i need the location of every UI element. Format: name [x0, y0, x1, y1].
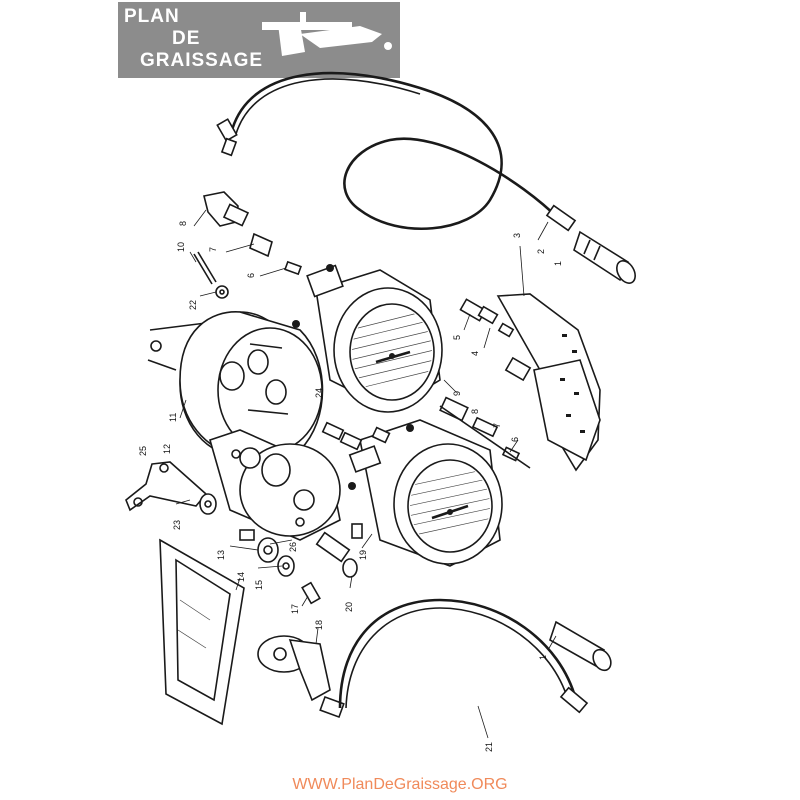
label-23: 23: [172, 520, 182, 530]
logo-line-1: PLAN: [124, 6, 180, 27]
mounting-bracket: [125, 461, 217, 515]
label-3: 3: [512, 233, 522, 238]
drive-gearbox: [257, 581, 345, 719]
label-13: 13: [216, 550, 226, 560]
label-26: 26: [288, 542, 298, 552]
label-2: 2: [536, 249, 546, 254]
gauge-upper: [292, 264, 443, 413]
label-19: 19: [358, 550, 368, 560]
cable-end-fitting-bottom: [549, 620, 612, 672]
warning-lamp-panel: [496, 293, 601, 472]
label-12: 12: [162, 444, 172, 454]
label-22: 22: [188, 300, 198, 310]
small-parts-top-left: [193, 191, 302, 299]
label-14: 14: [236, 572, 246, 582]
label-4: 4: [470, 351, 480, 356]
logo-line-3: GRAISSAGE: [140, 50, 264, 71]
footer-website[interactable]: WWW.PlanDeGraissage.ORG: [292, 776, 508, 793]
leader-lines: [175, 209, 557, 739]
label-7: 7: [208, 247, 218, 252]
oil-can-icon: [262, 12, 392, 56]
label-11: 11: [168, 413, 178, 422]
switch-part: [315, 523, 363, 578]
gauge-lower: [348, 419, 503, 567]
cable-end-fitting-top: [573, 230, 636, 284]
label-1-top: 1: [553, 261, 563, 266]
gasket-plate: [159, 538, 245, 726]
label-18: 18: [314, 620, 324, 630]
logo-line-2: DE: [172, 28, 201, 49]
label-9: 9: [452, 391, 462, 396]
label-10: 10: [176, 242, 186, 252]
instrument-housing-lower: [209, 429, 341, 541]
label-7b: 7: [492, 423, 502, 428]
connectors-middle: [321, 421, 391, 451]
label-6b: 6: [510, 437, 520, 442]
label-21: 21: [484, 742, 494, 752]
label-5: 5: [452, 335, 462, 340]
label-24: 24: [314, 388, 324, 398]
label-1-bottom: 1: [538, 655, 548, 660]
label-15: 15: [254, 580, 264, 590]
instrument-housing: [147, 311, 324, 457]
part-labels: 1 2 3 4 5 6 6 7 7 8 8 9 10 11 12 13 14 1…: [138, 221, 563, 752]
small-parts-right: [439, 396, 531, 469]
bulb-holders: [459, 298, 515, 338]
speedo-cable-bottom: [338, 598, 589, 714]
label-20: 20: [344, 602, 354, 612]
label-25: 25: [138, 446, 148, 456]
label-6: 6: [246, 273, 256, 278]
label-8b: 8: [470, 409, 480, 414]
speedo-cable-top: [216, 71, 577, 232]
label-8: 8: [178, 221, 188, 226]
washers: [239, 529, 295, 577]
label-17: 17: [290, 604, 300, 614]
